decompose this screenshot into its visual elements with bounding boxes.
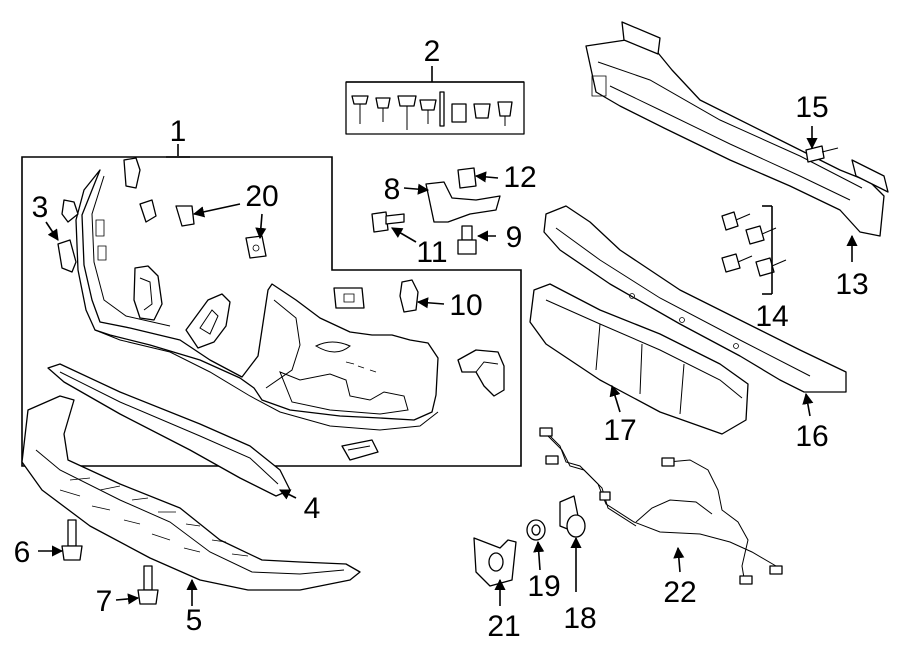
part-9-nut (457, 225, 477, 255)
callout-22: 22 (663, 576, 696, 609)
callout-2: 2 (424, 35, 441, 68)
leader-lines (38, 66, 858, 606)
part-3-clip (57, 239, 77, 273)
callout-16: 16 (795, 420, 828, 453)
part-13-reinforcement-beam (585, 21, 889, 237)
bumper-cover-group-frame (21, 156, 522, 467)
part-15-push-pin (805, 145, 839, 163)
callout-19: 19 (527, 570, 560, 603)
callout-9: 9 (506, 221, 523, 254)
part-6-screw (61, 519, 83, 561)
part-18-parking-sensor (559, 495, 586, 538)
callout-4: 4 (304, 492, 321, 525)
part-7-screw (137, 565, 159, 605)
callout-12: 12 (503, 161, 536, 194)
part-5-lower-valance (21, 395, 361, 591)
part-22-wiring-harness (539, 427, 783, 585)
callout-20: 20 (245, 180, 278, 213)
callout-7: 7 (96, 585, 113, 618)
part-14-bolt-set (721, 211, 787, 277)
callout-10: 10 (449, 289, 482, 322)
callout-21: 21 (487, 610, 520, 643)
callout-1: 1 (170, 115, 187, 148)
callout-18: 18 (563, 602, 596, 635)
part-16-energy-absorber-upper (543, 205, 847, 393)
part-11-bolt (371, 211, 405, 233)
bumper-cover-part (61, 157, 505, 461)
callout-15: 15 (795, 91, 828, 124)
callout-6: 6 (14, 536, 31, 569)
part-2-fastener-kit (345, 81, 525, 135)
callout-17: 17 (603, 414, 636, 447)
callout-labels: 1 2 3 4 5 6 7 8 9 10 11 12 13 14 15 16 1… (14, 35, 869, 643)
part-21-sensor-bracket (473, 537, 517, 587)
callout-5: 5 (186, 604, 203, 637)
callout-11: 11 (416, 236, 447, 269)
callout-3: 3 (32, 191, 49, 224)
part-20-clips (175, 205, 267, 259)
part-19-sensor-ring (526, 519, 546, 541)
callout-8: 8 (384, 173, 401, 206)
part-8-bracket (425, 181, 501, 223)
callout-14: 14 (755, 300, 788, 333)
part-17-energy-absorber-lower (529, 283, 749, 435)
part-12-clip (457, 167, 477, 189)
callout-13: 13 (835, 268, 868, 301)
